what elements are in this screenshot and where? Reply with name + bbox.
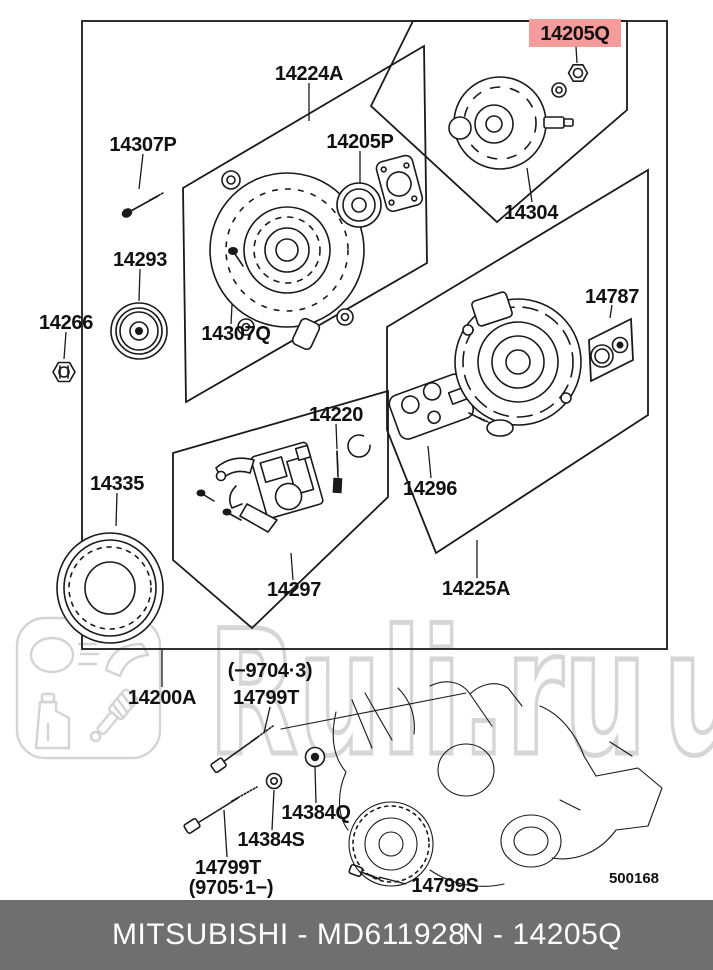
leader-14205Q <box>575 46 578 64</box>
part-label-14205P: 14205P <box>326 131 393 153</box>
part-washer-14205Q <box>551 82 567 98</box>
part-bolt-14799T-b <box>183 786 258 834</box>
part-label-range-a: (−9704·3) <box>228 660 313 682</box>
part-label-14266: 14266 <box>39 312 93 334</box>
part-label-14297: 14297 <box>267 579 321 601</box>
part-pulley-14293 <box>110 302 168 360</box>
watermark-text: Ruli.ru u <box>206 591 713 796</box>
part-bolt-14799T-a <box>210 725 274 774</box>
part-nut-14266 <box>52 361 76 383</box>
brake-pad-icon <box>104 642 150 678</box>
part-label-14220: 14220 <box>309 404 363 426</box>
shock-absorber-icon <box>89 688 139 743</box>
part-label-range-b: (9705·1−) <box>189 877 274 899</box>
part-label-14335: 14335 <box>90 473 144 495</box>
part-label-14787: 14787 <box>585 286 639 308</box>
leader-14799T-a <box>263 706 271 734</box>
footer-bar: MITSUBISHI - MD611928 N - 14205Q <box>0 900 713 970</box>
part-front-bracket-assembly <box>209 170 365 351</box>
part-through-bolt-14307P <box>121 192 164 218</box>
part-label-14307P: 14307P <box>109 134 176 156</box>
leader-14266 <box>63 331 67 360</box>
part-rotor-14304 <box>448 76 574 170</box>
leader-14799S <box>378 876 407 885</box>
engine-bracket-sketch <box>332 681 663 887</box>
alignment-line <box>280 692 467 730</box>
oil-can-icon <box>34 692 71 750</box>
leader-14787 <box>609 304 613 319</box>
part-rectifier-14296 <box>388 373 493 440</box>
watermark-word: Ruli.ru <box>208 593 647 794</box>
part-bearing-14787 <box>590 336 629 368</box>
footer-part-reference: MITSUBISHI - MD611928 <box>112 918 466 951</box>
watermark-partial-letter: u <box>663 593 713 794</box>
leader-14384S <box>271 789 275 831</box>
part-labels-layer: 14224A 14307P 14205P 14205Q 14304 14293 14266 1… <box>39 19 640 899</box>
part-rear-bracket-14225A <box>454 291 582 437</box>
part-washer-14384Q <box>304 746 326 768</box>
part-label-14200A: 14200A <box>128 687 196 709</box>
part-brush-stud-14220 <box>332 434 371 494</box>
footer-part-number: N - 14205Q <box>462 918 623 951</box>
part-label-14799S: 14799S <box>411 875 478 897</box>
part-label-14205Q: 14205Q <box>540 23 609 45</box>
part-label-14799T-a: 14799T <box>233 687 299 709</box>
part-stator-14335 <box>56 532 164 644</box>
leader-14220 <box>335 423 338 450</box>
part-screw-14307Q <box>228 247 244 267</box>
part-bolt-14799S <box>348 863 381 880</box>
part-nut-14205Q <box>567 64 589 82</box>
part-label-14307Q: 14307Q <box>201 323 270 345</box>
leader-14799T-b <box>223 809 228 858</box>
box-regulator <box>172 389 389 630</box>
leader-14296 <box>427 445 432 479</box>
highlight-box-14205Q <box>529 19 621 47</box>
part-label-14799T-b: 14799T <box>195 857 261 879</box>
leader-14297 <box>290 552 294 581</box>
part-label-14296: 14296 <box>403 478 457 500</box>
part-label-14293: 14293 <box>113 249 167 271</box>
headlight-icon <box>29 636 100 674</box>
part-bearing-14205P <box>336 182 382 228</box>
leader-14304 <box>526 167 533 203</box>
part-regulator-14297 <box>196 441 324 533</box>
part-washer-14384S <box>265 772 283 790</box>
part-label-14225A: 14225A <box>442 578 510 600</box>
part-label-14304: 14304 <box>504 202 559 224</box>
diagram-canvas: Ruli.ru u <box>15 19 713 899</box>
part-label-14384Q: 14384Q <box>281 802 350 824</box>
drawing-code: 500168 <box>609 870 659 887</box>
leader-14293 <box>138 268 141 302</box>
part-gasket-plate <box>375 154 424 213</box>
part-label-14384S: 14384S <box>237 829 304 851</box>
diagram-frame <box>81 20 668 650</box>
box-front-assembly <box>182 44 428 404</box>
box-rear-bracket <box>386 168 649 555</box>
leader-14384Q <box>314 766 317 804</box>
leader-14307P <box>138 153 144 190</box>
leader-lines <box>63 46 613 885</box>
part-label-14224A: 14224A <box>275 63 343 85</box>
box-bearing-14787 <box>588 317 634 383</box>
leader-14335 <box>115 492 118 527</box>
